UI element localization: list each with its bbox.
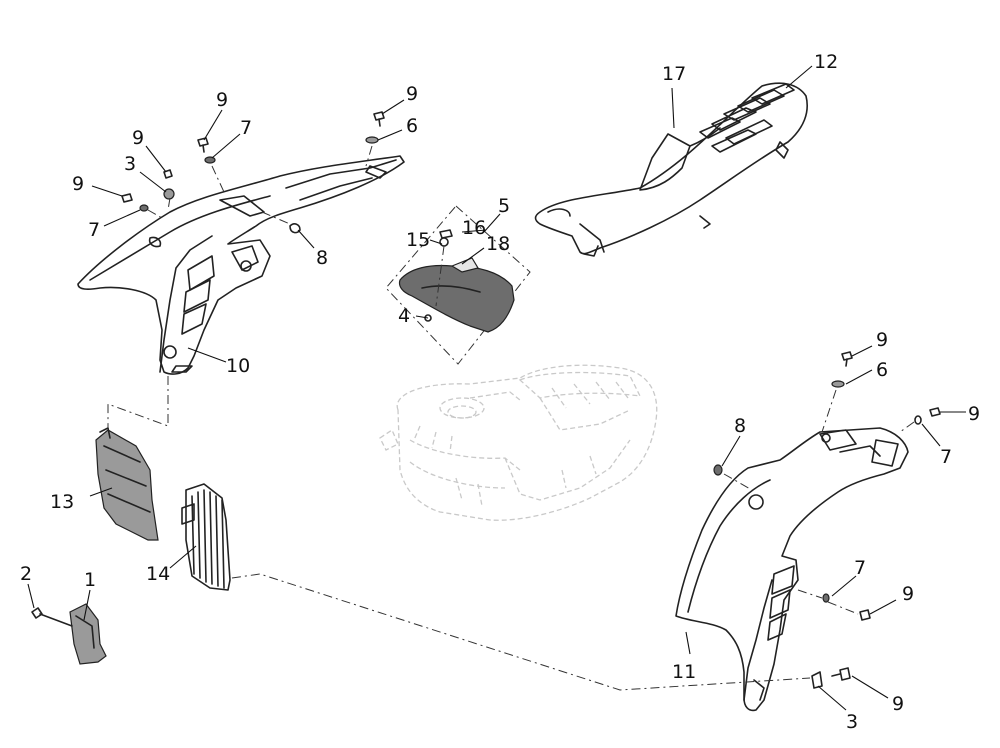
callout-4: 4 [398,305,410,327]
side-cover-group [385,205,531,365]
callout-10: 10 [226,355,250,377]
left-shroud [77,155,405,375]
bracket-1 [31,603,107,665]
assembly-lines [107,145,915,691]
seat [534,82,808,257]
callout-7-left-side: 7 [88,219,100,241]
callout-6-left: 6 [406,115,418,137]
callout-9-d: 9 [406,83,418,105]
hardware [121,111,941,689]
callout-2: 2 [20,563,32,585]
fuel-tank-ghost [379,364,658,521]
callout-7-right-top: 7 [940,446,952,468]
leader-lines [27,65,966,711]
callout-11: 11 [672,661,696,683]
callout-9-g: 9 [902,583,914,605]
callout-18: 18 [486,233,510,255]
callout-8-left: 8 [316,247,328,269]
callout-14: 14 [146,563,170,585]
callout-3-left: 3 [124,153,136,175]
callout-1: 1 [84,569,96,591]
callout-12: 12 [814,51,838,73]
callout-7-right-mid: 7 [854,557,866,579]
callout-9-f: 9 [968,403,980,425]
callout-9-b: 9 [132,127,144,149]
callout-labels: 1 2 3 3 4 5 6 6 7 7 7 7 8 8 9 9 9 9 9 9 … [20,51,980,733]
right-shroud [675,427,909,712]
callout-16: 16 [462,217,486,239]
callout-9-a: 9 [216,89,228,111]
callout-17: 17 [662,63,686,85]
callout-5: 5 [498,195,510,217]
callout-3-right: 3 [846,711,858,733]
callout-9-h: 9 [892,693,904,715]
callout-13: 13 [50,491,74,513]
callout-9-e: 9 [876,329,888,351]
callout-15: 15 [406,229,430,251]
callout-6-right: 6 [876,359,888,381]
callout-7-left-top: 7 [240,117,252,139]
panel-13 [95,427,159,541]
grille-14 [181,483,231,591]
callout-8-right: 8 [734,415,746,437]
callout-9-c: 9 [72,173,84,195]
